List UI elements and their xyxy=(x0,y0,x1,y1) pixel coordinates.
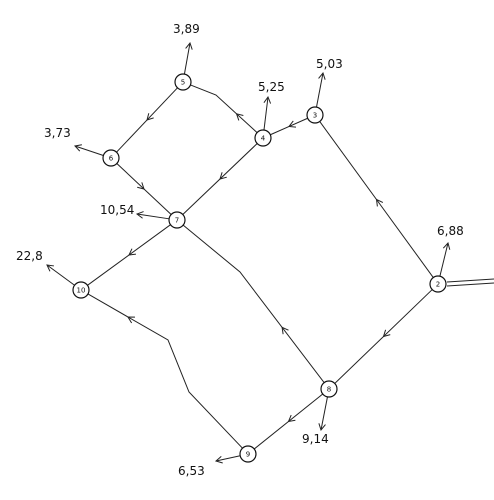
node-circle xyxy=(306,106,324,124)
outflow-node-9: 6,53 xyxy=(178,455,241,478)
outflow-value-label: 5,25 xyxy=(258,80,285,94)
pipe-line xyxy=(87,293,243,449)
outflow-line xyxy=(215,455,241,462)
outflow-arrowhead xyxy=(318,423,326,432)
outflow-line xyxy=(316,72,324,108)
pipe-8-9 xyxy=(253,393,324,450)
pipe-9-10 xyxy=(87,293,243,449)
node-label: 7 xyxy=(175,217,179,225)
node-label: 10 xyxy=(77,287,86,295)
outflow-value-label: 10,54 xyxy=(100,203,134,217)
node-label: 4 xyxy=(261,135,266,143)
outflow-value-label: 22,8 xyxy=(16,249,43,263)
outflow-line xyxy=(183,42,191,75)
node-circle xyxy=(320,380,338,398)
flow-direction-arrow xyxy=(235,113,244,121)
pipe-edges xyxy=(87,84,434,450)
node-circle xyxy=(239,445,257,463)
outflow-arrowhead xyxy=(46,264,55,272)
outflow-value-label: 6,88 xyxy=(437,224,464,238)
outflow-arrowhead xyxy=(214,456,223,464)
node-2: 2 xyxy=(429,275,447,293)
outflow-line xyxy=(320,396,328,431)
outflow-arrowhead xyxy=(263,95,272,104)
node-label: 3 xyxy=(313,112,317,120)
flow-direction-arrow xyxy=(219,172,227,180)
pipe-2-3 xyxy=(319,121,434,278)
pipe-line xyxy=(190,84,258,133)
pipe-line xyxy=(182,224,325,383)
nodes: 2 3 4 5 6 7 8 9 10 xyxy=(72,73,447,463)
outflow-line xyxy=(46,264,75,286)
flow-direction-arrow xyxy=(287,414,296,423)
outflow-value-label: 3,73 xyxy=(44,126,71,140)
node-8: 8 xyxy=(320,380,338,398)
node-label: 2 xyxy=(436,281,440,289)
outflow-arrowhead xyxy=(135,211,144,219)
flow-direction-arrow xyxy=(127,316,135,324)
outflow-node-10: 22,8 xyxy=(16,249,75,286)
pipe-6-7 xyxy=(116,163,172,215)
node-7: 7 xyxy=(168,211,186,229)
node-5: 5 xyxy=(174,73,192,91)
outflow-line xyxy=(263,96,269,131)
pipe-4-5 xyxy=(190,84,258,133)
flow-direction-arrow xyxy=(281,326,289,335)
node-4: 4 xyxy=(254,129,272,147)
outflow-value-label: 9,14 xyxy=(302,432,329,446)
node-label: 8 xyxy=(327,386,331,394)
flow-direction-arrow xyxy=(128,248,137,256)
outflow-value-label: 6,53 xyxy=(178,464,205,478)
outflow-arrowhead xyxy=(442,241,451,250)
node-9: 9 xyxy=(239,445,257,463)
outflow-arrowhead xyxy=(74,144,82,152)
pipe-5-6 xyxy=(116,87,178,153)
node-circle xyxy=(168,211,186,229)
node-label: 6 xyxy=(109,155,114,163)
flow-direction-arrow xyxy=(137,182,145,190)
outflow-node-2: 6,88 xyxy=(437,224,464,277)
node-circle xyxy=(102,149,120,167)
outflow-arrows: 6,88 5,03 5,25 3,89 3,73 10,54 9,14 6,53 22,8 xyxy=(16,22,464,478)
outflow-node-8: 9,14 xyxy=(302,396,329,446)
outflow-node-5: 3,89 xyxy=(173,22,200,75)
node-circle xyxy=(72,281,90,299)
flow-direction-arrow xyxy=(375,198,384,207)
pipe-3-4 xyxy=(270,117,308,136)
outflow-arrowhead xyxy=(318,71,326,80)
outflow-arrowhead xyxy=(185,41,193,50)
outflow-node-6: 3,73 xyxy=(44,126,104,156)
pipe-4-7 xyxy=(182,143,258,215)
node-3: 3 xyxy=(306,106,324,124)
node-circle xyxy=(174,73,192,91)
pipe-2-8 xyxy=(334,289,433,384)
outflow-node-4: 5,25 xyxy=(258,80,285,131)
node-circle xyxy=(429,275,447,293)
node-10: 10 xyxy=(72,281,90,299)
outflow-node-7: 10,54 xyxy=(100,203,170,220)
flow-direction-arrow xyxy=(146,113,154,121)
outflow-node-3: 5,03 xyxy=(316,57,343,108)
node-label: 9 xyxy=(246,451,250,459)
outflow-line xyxy=(136,213,170,220)
pipe-8-7 xyxy=(182,224,325,383)
outflow-value-label: 5,03 xyxy=(316,57,343,71)
outflow-value-label: 3,89 xyxy=(173,22,200,36)
flow-direction-arrow xyxy=(382,329,391,338)
outflow-line xyxy=(74,145,104,156)
pipe-7-10 xyxy=(87,224,171,286)
flow-direction-arrow xyxy=(288,120,297,128)
node-circle xyxy=(254,129,272,147)
node-6: 6 xyxy=(102,149,120,167)
node-label: 5 xyxy=(181,79,185,87)
supply-line xyxy=(446,278,494,287)
outflow-line xyxy=(439,242,449,277)
